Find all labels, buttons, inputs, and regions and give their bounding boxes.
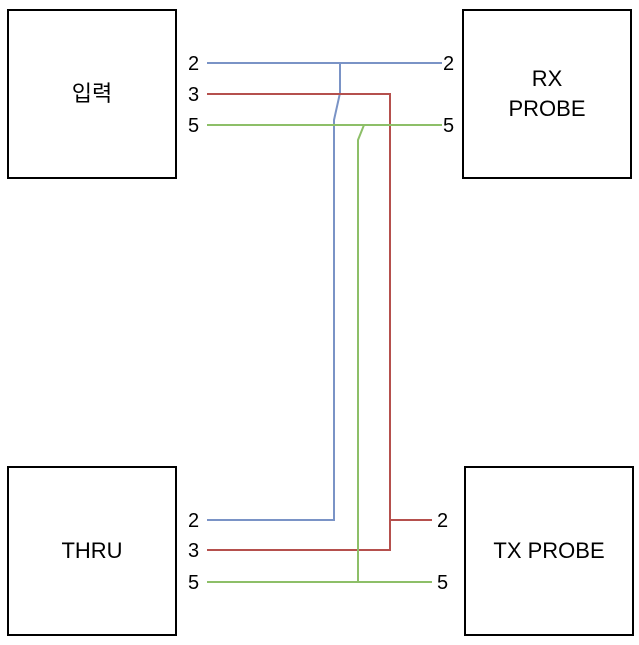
thru-box: THRU: [7, 466, 177, 636]
tx-probe-box: TX PROBE: [464, 466, 634, 636]
wire-pin5-thru-a: [357, 124, 365, 582]
rx-pin-5: 5: [443, 115, 455, 137]
tx-probe-box-label: TX PROBE: [493, 538, 605, 563]
rx-probe-label-line2: PROBE: [508, 96, 586, 121]
wire-pin3: [207, 93, 391, 551]
input-pin-5: 5: [188, 115, 200, 137]
rx-pin-2: 2: [443, 53, 455, 75]
thru-box-label: THRU: [61, 538, 123, 563]
thru-pin-2: 2: [188, 510, 200, 532]
rx-probe-box: RX PROBE: [462, 9, 632, 179]
tx-pin-2: 2: [437, 510, 449, 532]
input-box-label: 입력: [71, 81, 113, 106]
wire-pin2-thru-cont: [207, 92, 341, 521]
tx-pin-5: 5: [437, 572, 449, 594]
thru-pin-5: 5: [188, 572, 200, 594]
rx-probe-label-line1: RX: [531, 66, 563, 91]
input-pin-2: 2: [188, 53, 200, 75]
input-pin-3: 3: [188, 84, 200, 106]
input-box: 입력: [7, 9, 177, 179]
thru-pin-3: 3: [188, 540, 200, 562]
